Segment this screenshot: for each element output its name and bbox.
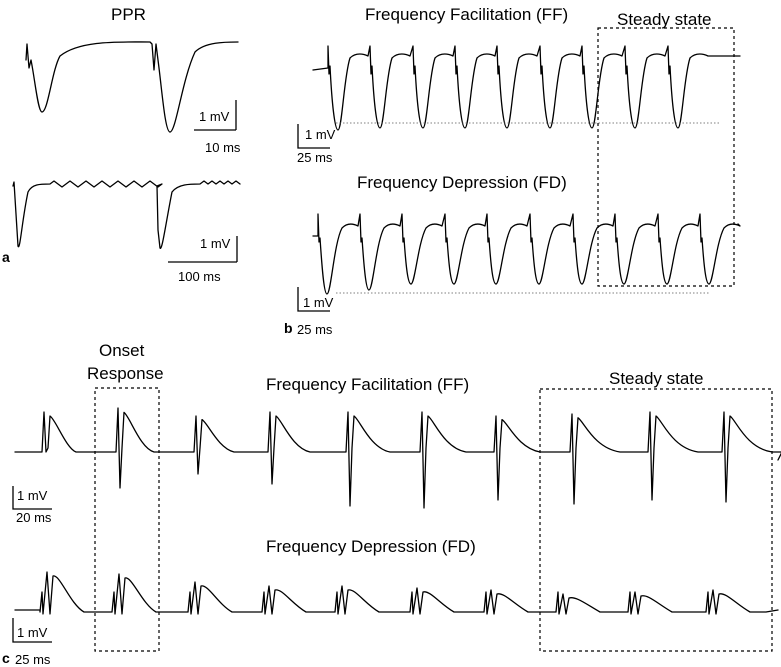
panel-a-bottom-y-scale-label: 1 mV bbox=[200, 236, 231, 251]
panel-b-steady-state-box bbox=[597, 27, 735, 287]
scale-bar-c-fd bbox=[12, 618, 52, 643]
panel-c-onset-label-line2: Response bbox=[87, 364, 164, 383]
panel-b-fd-x-scale-label: 25 ms bbox=[297, 322, 333, 337]
panel-b-steady-state-label: Steady state bbox=[617, 10, 712, 29]
panel-b-ff-y-scale-label: 1 mV bbox=[305, 127, 336, 142]
panel-a-bottom-x-scale-label: 100 ms bbox=[178, 269, 221, 284]
panel-a-title: PPR bbox=[111, 5, 146, 24]
panel-b-fd-title: Frequency Depression (FD) bbox=[357, 173, 567, 192]
ppr-trace-top bbox=[25, 41, 239, 133]
scale-bar-c-ff bbox=[12, 486, 52, 510]
panel-c-label: c bbox=[2, 650, 10, 666]
panel-c-ff-title: Frequency Facilitation (FF) bbox=[266, 375, 470, 394]
panel-c-onset-label-line1: Onset bbox=[99, 341, 145, 360]
ppr-trace-bottom bbox=[12, 180, 241, 249]
panel-c-ff-y-scale-label: 1 mV bbox=[17, 488, 48, 503]
panel-b-label: b bbox=[284, 320, 293, 336]
panel-a-label: a bbox=[2, 249, 10, 265]
panel-c-fd-y-scale-label: 1 mV bbox=[17, 625, 48, 640]
panel-c-steady-state-label: Steady state bbox=[609, 369, 704, 388]
panel-b-fd-trace bbox=[312, 213, 741, 295]
panel-b-ff-trace bbox=[312, 45, 741, 131]
scale-bar-a-bottom bbox=[168, 236, 238, 263]
panel-a-top-y-scale-label: 1 mV bbox=[199, 109, 230, 124]
panel-b-ff-x-scale-label: 25 ms bbox=[297, 150, 333, 165]
panel-c-fd-x-scale-label: 25 ms bbox=[15, 652, 51, 667]
panel-c-steady-state-box bbox=[539, 388, 773, 652]
panel-c-fd-trace bbox=[14, 571, 779, 615]
panel-c-fd-title: Frequency Depression (FD) bbox=[266, 537, 476, 556]
panel-b-fd-y-scale-label: 1 mV bbox=[303, 295, 334, 310]
panel-a-top-x-scale-label: 10 ms bbox=[205, 140, 241, 155]
scale-bar-b-ff bbox=[297, 124, 330, 149]
panel-c-ff-x-scale-label: 20 ms bbox=[16, 510, 52, 525]
panel-c-ff-trace bbox=[14, 407, 781, 509]
panel-c-onset-box bbox=[94, 387, 160, 652]
panel-b-ff-title: Frequency Facilitation (FF) bbox=[365, 5, 569, 24]
scale-bar-a-top bbox=[194, 100, 237, 131]
scale-bar-b-fd bbox=[297, 287, 330, 312]
